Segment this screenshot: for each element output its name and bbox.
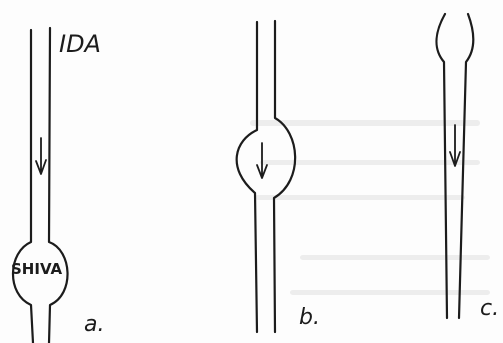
label-a: a. (84, 312, 104, 337)
paper-show-through (250, 120, 490, 295)
label-b: b. (299, 305, 320, 330)
label-c: c. (480, 296, 499, 321)
flow-arrow-a (36, 138, 46, 174)
channel-a (13, 28, 68, 343)
flow-arrow-c (450, 125, 460, 166)
channel-b (237, 21, 295, 332)
channel-c (437, 14, 474, 318)
label-ida: IDA (59, 30, 101, 58)
label-shiva: SHIVA (11, 260, 63, 278)
